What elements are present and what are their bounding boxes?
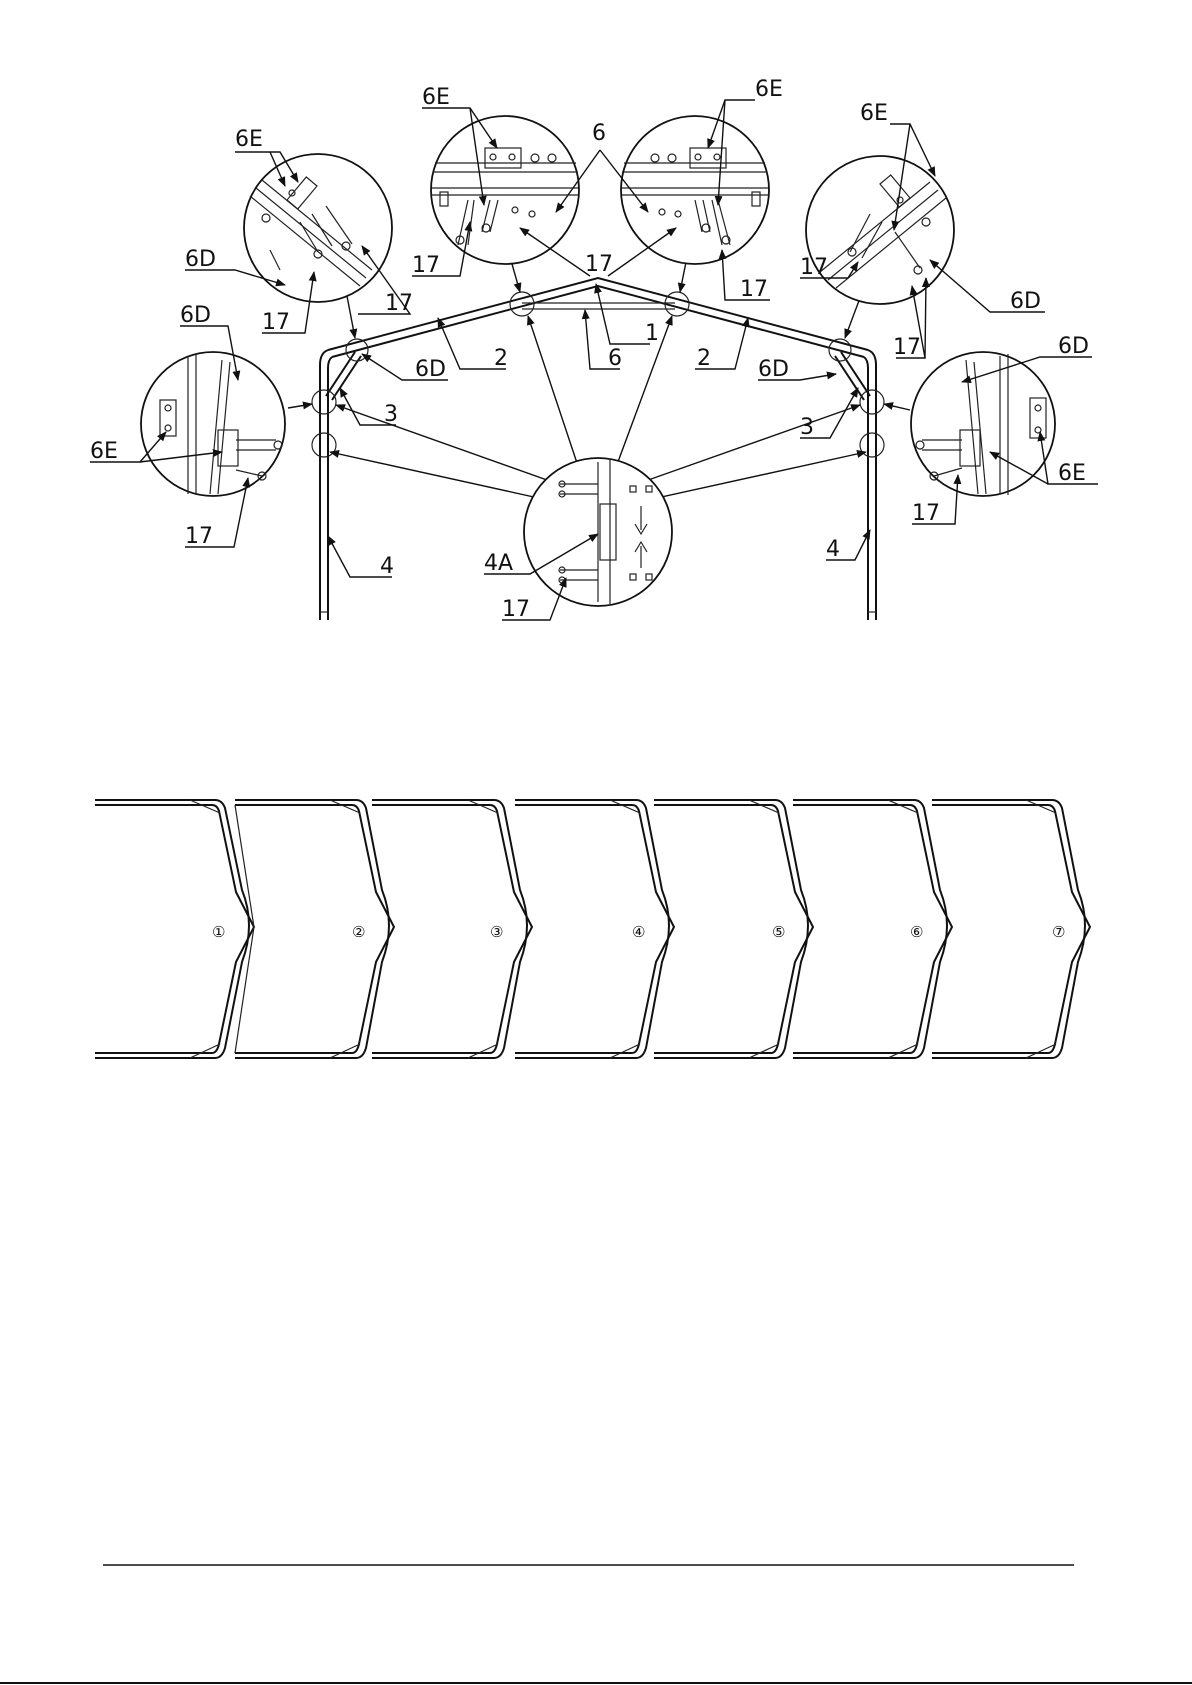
section-number: ④: [632, 923, 645, 941]
section-5: ⑤: [654, 800, 813, 1058]
label-17: 17: [585, 252, 613, 277]
section-6: ⑥: [793, 800, 952, 1058]
label-17: 17: [502, 597, 530, 622]
detail-lower-right: [911, 352, 1055, 496]
label-6e: 6E: [755, 77, 783, 102]
label-17: 17: [893, 335, 921, 360]
section-7: ⑦: [932, 800, 1090, 1058]
label-6: 6: [592, 121, 606, 146]
section-number: ⑤: [772, 923, 785, 941]
section-number: ①: [212, 923, 225, 941]
label-6: 6: [608, 346, 622, 371]
label-17: 17: [385, 291, 413, 316]
label-6d: 6D: [180, 303, 211, 328]
label-17: 17: [912, 501, 940, 526]
section-number: ⑥: [910, 923, 923, 941]
label-2: 2: [697, 346, 711, 371]
section-3: ③: [372, 800, 532, 1058]
label-17: 17: [800, 255, 828, 280]
detail-lower-left: [141, 352, 285, 496]
label-6e: 6E: [90, 439, 118, 464]
label-6e: 6E: [860, 101, 888, 126]
label-17: 17: [740, 277, 768, 302]
label-6e: 6E: [1058, 461, 1086, 486]
label-6e: 6E: [235, 127, 263, 152]
label-4: 4: [380, 554, 394, 579]
label-1: 1: [645, 321, 659, 346]
section-number: ②: [352, 923, 365, 941]
detail-top-right-center: [621, 116, 769, 264]
label-6d: 6D: [185, 247, 216, 272]
detail-bottom-center: [524, 458, 672, 606]
label-6e: 6E: [422, 85, 450, 110]
label-2: 2: [494, 346, 508, 371]
section-1: ①: [95, 800, 254, 1058]
detail-top-left-center: [431, 116, 579, 264]
label-3: 3: [384, 402, 398, 427]
label-6d: 6D: [758, 357, 789, 382]
section-number: ⑦: [1052, 923, 1065, 941]
section-4: ④: [515, 800, 674, 1058]
section-2: ②: [235, 800, 394, 1058]
label-17: 17: [412, 253, 440, 278]
detail-upper-right: [806, 156, 954, 304]
label-3: 3: [800, 415, 814, 440]
label-4a: 4A: [484, 551, 513, 576]
label-4: 4: [826, 537, 840, 562]
section-number: ③: [490, 923, 503, 941]
label-6d: 6D: [1010, 289, 1041, 314]
label-6d: 6D: [415, 357, 446, 382]
label-17: 17: [185, 524, 213, 549]
section-row: ① ② ③ ④: [95, 800, 1090, 1058]
label-17: 17: [262, 310, 290, 335]
label-6d: 6D: [1058, 334, 1089, 359]
